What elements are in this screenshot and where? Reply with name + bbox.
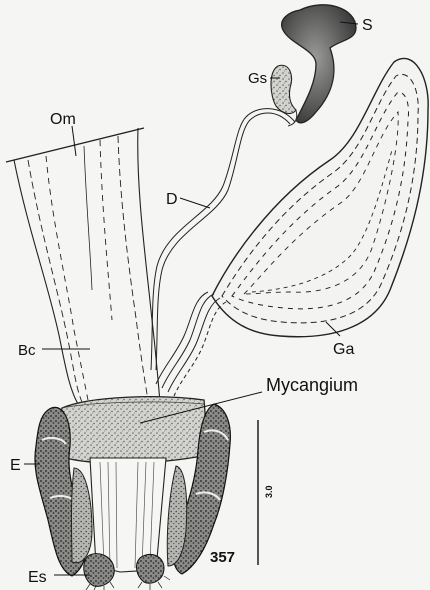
- label-mycangium: Mycangium: [266, 375, 358, 395]
- spermathecal-gland-gs: [271, 65, 297, 126]
- label-gs: Gs: [248, 70, 267, 87]
- accessory-gland-duct: [156, 292, 226, 396]
- mycangium-structure: [60, 397, 205, 463]
- label-d: D: [166, 191, 178, 208]
- bursa-copulatrix-bc: [14, 128, 160, 404]
- figure-number: 357: [210, 549, 235, 566]
- label-e: E: [10, 457, 21, 474]
- scale-bar: 3.0: [258, 420, 274, 565]
- label-bc: Bc: [18, 342, 36, 359]
- scale-bar-value: 3.0: [264, 485, 274, 498]
- label-om: Om: [50, 111, 76, 128]
- label-s: S: [362, 17, 373, 34]
- label-es: Es: [28, 569, 47, 586]
- label-ga: Ga: [333, 341, 354, 358]
